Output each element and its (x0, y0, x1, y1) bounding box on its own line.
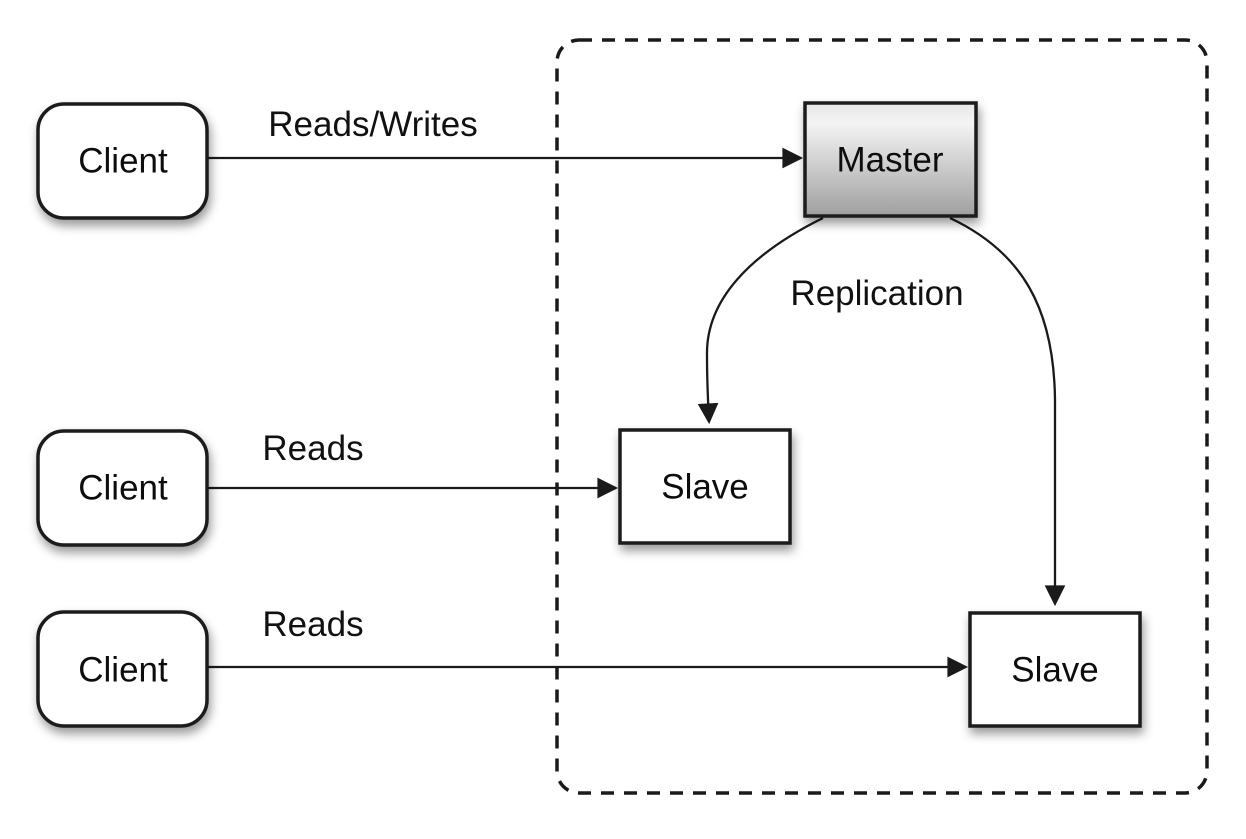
replication-boundary (555, 38, 1209, 795)
client-node-1-box (36, 102, 209, 220)
client-node-2-box (36, 429, 209, 547)
slave-node-2-box (968, 611, 1142, 728)
replication-label: Replication (790, 274, 963, 313)
reads-label-bottom: Reads (262, 605, 363, 644)
client-node-3: Client (36, 610, 209, 728)
slave-node-1: Slave (618, 428, 792, 545)
master-node: Master (803, 101, 978, 218)
master-node-box (803, 101, 978, 218)
replication-arrow-right (949, 216, 1066, 607)
client-node-3-label: Client (78, 651, 168, 690)
reads-arrow-bottom: Reads (207, 605, 969, 678)
slave-node-2-label: Slave (1011, 651, 1099, 690)
replication-arrow-left (697, 216, 824, 425)
client-node-3-box (36, 610, 209, 728)
reads-label-middle: Reads (262, 429, 363, 468)
client-node-2: Client (36, 429, 209, 547)
reads-writes-arrow: Reads/Writes (207, 105, 804, 169)
slave-node-2: Slave (968, 611, 1142, 728)
master-node-label: Master (837, 141, 944, 180)
replication-arrows: Replication (697, 216, 1066, 607)
client-node-2-label: Client (78, 469, 168, 508)
client-node-1-label: Client (78, 142, 168, 181)
slave-node-1-label: Slave (661, 468, 749, 507)
client-node-1: Client (36, 102, 209, 220)
reads-writes-label: Reads/Writes (268, 105, 477, 144)
reads-arrow-middle: Reads (207, 429, 619, 499)
slave-node-1-box (618, 428, 792, 545)
